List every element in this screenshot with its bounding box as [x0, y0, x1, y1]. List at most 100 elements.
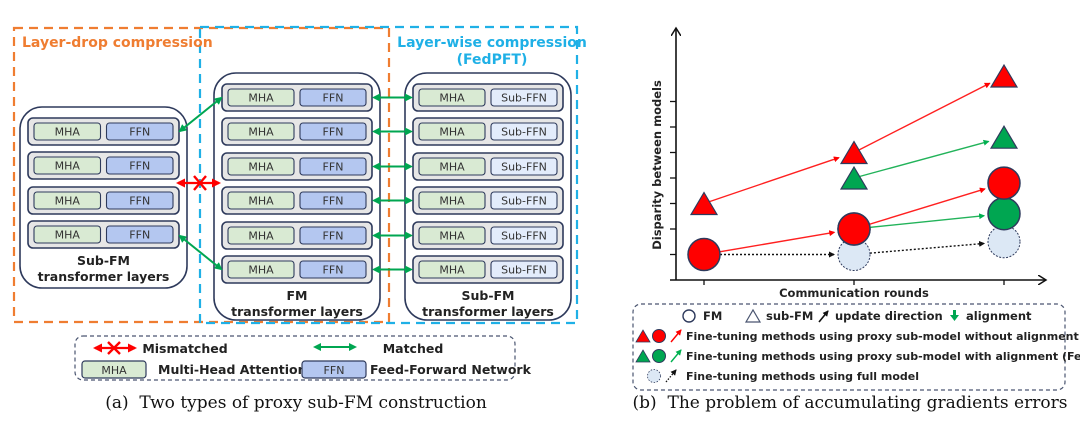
mha-block — [418, 191, 486, 210]
mha-block — [227, 260, 295, 279]
legend-row-without: Fine-tuning methods using proxy sub-mode… — [686, 330, 1079, 343]
update-arrow — [703, 156, 840, 205]
mha-block — [33, 122, 102, 141]
sub-ffn-label: Sub-FFN — [501, 195, 547, 208]
sub-ffn-block — [490, 88, 558, 107]
group-subtitle: transformer layers — [38, 269, 170, 284]
legend-mha-desc: Multi-Head Attention — [158, 362, 307, 377]
mha-block — [33, 225, 102, 244]
ffn-label: FFN — [323, 92, 344, 105]
legend-ffn-box — [301, 360, 367, 379]
mha-block — [227, 122, 295, 141]
alignment-arrow-icon — [950, 310, 959, 321]
y-ticks — [670, 100, 676, 256]
full-model-circle-icon — [647, 369, 661, 383]
red-circle-icon — [652, 329, 666, 343]
mismatched-arrow-icon — [93, 341, 137, 355]
mha-label: MHA — [248, 126, 274, 139]
mha-block — [227, 157, 295, 176]
ffn-block — [299, 191, 367, 210]
green-sub-fm-point — [989, 125, 1019, 149]
ffn-block — [105, 156, 174, 175]
green-sub-fm-point — [839, 165, 869, 190]
legend-fm-label: FM — [703, 309, 722, 323]
update-direction-icon — [818, 310, 829, 323]
mha-block — [33, 156, 102, 175]
legend-ffn-box-label: FFN — [324, 364, 345, 377]
sub-ffn-block — [490, 157, 558, 176]
ffn-block — [299, 226, 367, 245]
legend-alignment-label: alignment — [966, 309, 1032, 323]
dotted-update-arrow-icon — [665, 369, 677, 383]
group-subtitle: transformer layers — [422, 304, 554, 319]
sub-ffn-block — [490, 226, 558, 245]
legend-b: FM sub-FM update direction alignment Fin… — [632, 303, 1080, 391]
green-circle-icon — [652, 349, 666, 363]
caption-b: (b) The problem of accumulating gradient… — [633, 393, 1068, 413]
fm-circle-icon — [682, 309, 696, 323]
transformer-layer-row: MHA FFN — [27, 151, 180, 180]
legend-mha-box — [81, 360, 147, 379]
transformer-layer-row: MHA FFN — [221, 83, 373, 112]
mha-label: MHA — [248, 264, 274, 277]
ffn-label: FFN — [323, 126, 344, 139]
green-update-arrow-icon — [670, 349, 682, 363]
red-fm-point — [987, 166, 1021, 200]
mha-label: MHA — [55, 126, 81, 139]
update-arrow — [853, 82, 991, 154]
mha-block — [418, 260, 486, 279]
mismatched-arrow — [176, 175, 221, 191]
green-fm-point — [987, 196, 1021, 231]
x-axis-label: Communication rounds — [779, 286, 929, 300]
mha-label: MHA — [55, 160, 81, 173]
ffn-label: FFN — [323, 230, 344, 243]
matched-arrow — [178, 234, 223, 271]
matched-arrow — [178, 96, 223, 133]
connections — [176, 93, 413, 274]
sub-ffn-label: Sub-FFN — [501, 230, 547, 243]
sub-ffn-block — [490, 260, 558, 279]
ffn-label: FFN — [129, 160, 150, 173]
ffn-block — [299, 88, 367, 107]
mha-block — [227, 88, 295, 107]
mha-label: MHA — [248, 195, 274, 208]
red-sub-fm-point — [989, 63, 1019, 88]
mha-label: MHA — [439, 92, 465, 105]
transformer-layer-row: MHA FFN — [27, 117, 180, 146]
mha-label: MHA — [248, 92, 274, 105]
legend-b-border — [632, 303, 1066, 391]
legend-mismatched-label: Mismatched — [142, 341, 227, 356]
red-sub-fm-point — [689, 191, 719, 216]
red-sub-fm-point — [839, 140, 869, 165]
caption-a: (a) Two types of proxy sub-FM constructi… — [105, 393, 487, 413]
panel-a: Layer-drop compression Layer-wise compre… — [12, 25, 587, 413]
ffn-block — [299, 157, 367, 176]
update-arrow — [703, 230, 836, 256]
plot-lines — [703, 82, 991, 258]
ffn-label: FFN — [129, 126, 150, 139]
ffn-block — [105, 122, 174, 141]
layer-wise-region-border — [198, 25, 579, 325]
mha-label: MHA — [439, 264, 465, 277]
ffn-label: FFN — [129, 195, 150, 208]
layer-wise-subtitle: (FedPFT) — [457, 52, 528, 68]
update-arrow — [853, 187, 986, 230]
red-fm-point — [837, 212, 871, 246]
ffn-label: FFN — [323, 195, 344, 208]
panel-b: Disparity between models Communication r… — [632, 28, 1080, 413]
mha-label: MHA — [439, 126, 465, 139]
mha-label: MHA — [55, 229, 81, 242]
ffn-block — [299, 122, 367, 141]
group-title: Sub-FM — [461, 288, 514, 303]
y-axis-label: Disparity between models — [650, 80, 664, 250]
mha-block — [227, 191, 295, 210]
